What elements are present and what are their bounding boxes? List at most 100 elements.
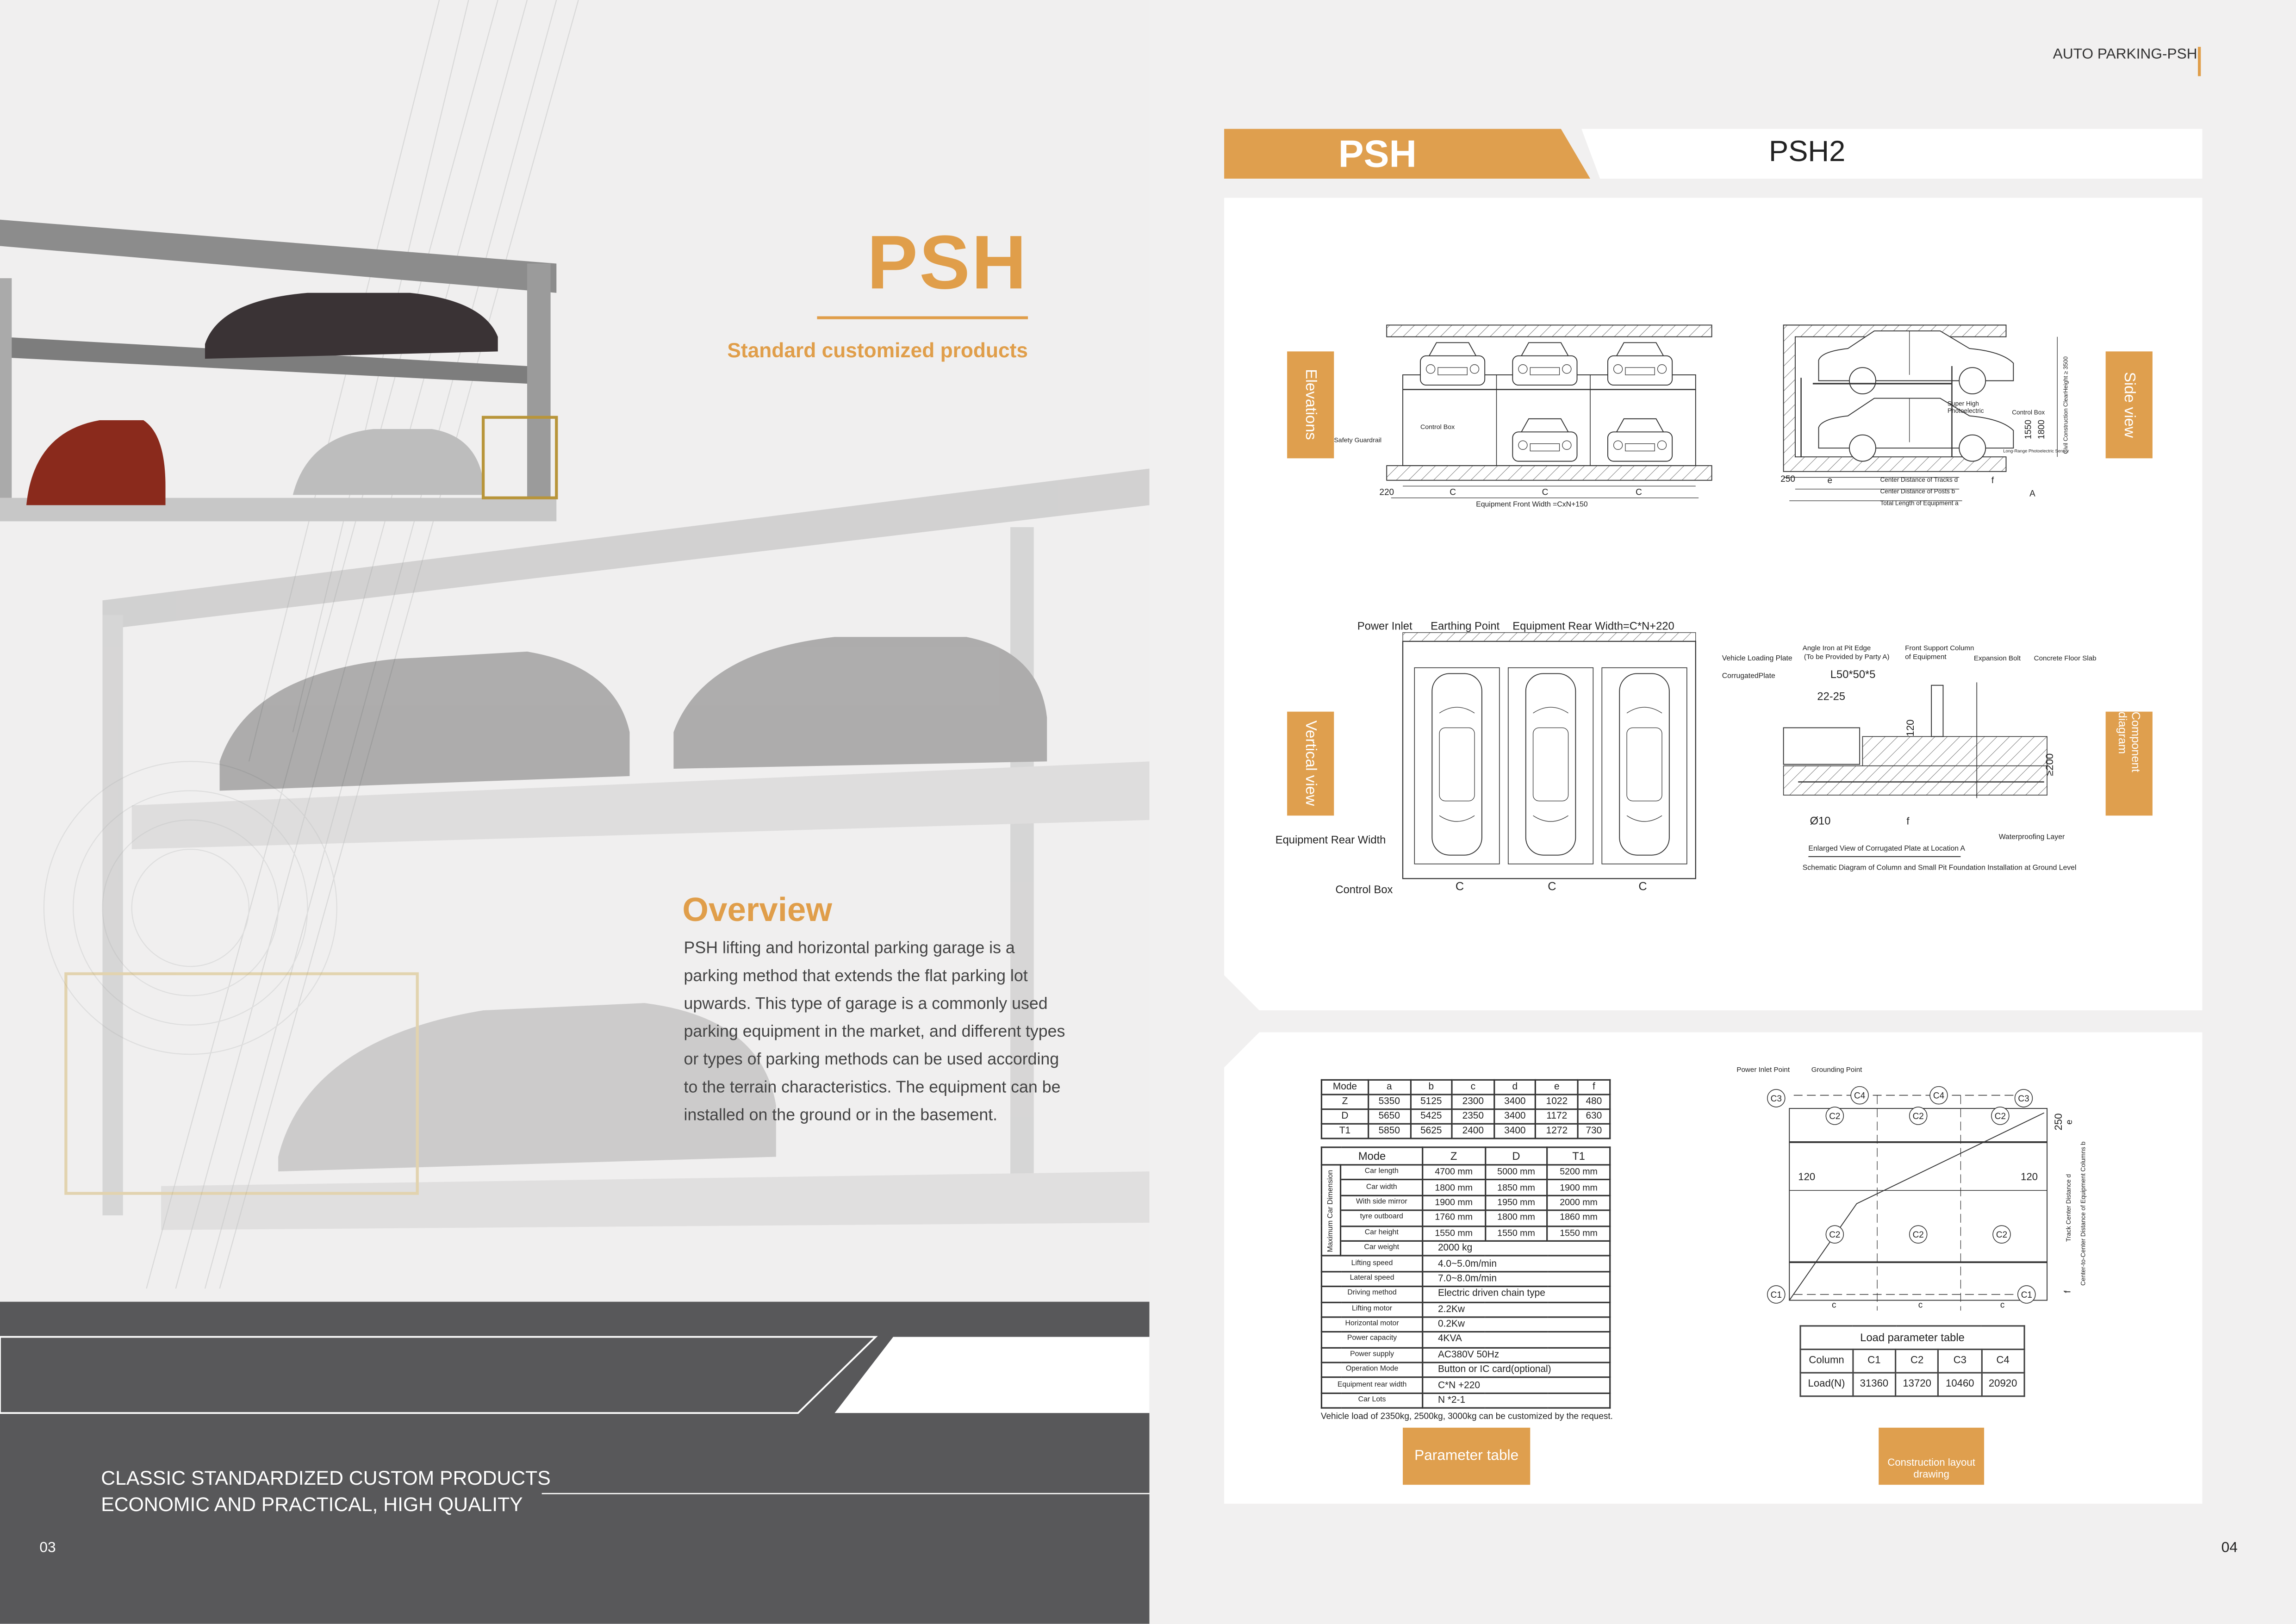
- load-cell: Load(N): [1799, 1372, 1854, 1397]
- overview-heading: Overview: [682, 890, 833, 928]
- spec-value: Electric driven chain type: [1422, 1286, 1611, 1303]
- series-header: PSH: [1224, 129, 1590, 179]
- car-dimension-cell: Car length: [1340, 1164, 1424, 1181]
- dims-cell: 5125: [1409, 1094, 1453, 1110]
- spec-header-cell: Mode: [1320, 1146, 1424, 1166]
- spec-label: Operation Mode: [1320, 1362, 1424, 1379]
- decorative-circles: [43, 761, 337, 1055]
- label-total-length: Total Length of Equipment a: [1880, 500, 1959, 507]
- dim-f: f: [1906, 815, 1910, 827]
- component-drawing: Vehicle Loading Plate CorrugatedPlate An…: [1722, 644, 2097, 872]
- dims-cell: 1022: [1535, 1094, 1579, 1110]
- dims-cell: b: [1409, 1079, 1453, 1095]
- spec-value: AC380V 50Hz: [1422, 1346, 1611, 1363]
- dim-250: 250: [2053, 1114, 2064, 1131]
- load-cell: 20920: [1980, 1372, 2025, 1397]
- column-label-c2: C2: [1829, 1112, 1840, 1121]
- column-marker-c3: [1767, 1089, 1786, 1108]
- column-label-c1: C1: [1771, 1290, 1782, 1300]
- dims-cell: 3400: [1493, 1094, 1537, 1110]
- label-angle-iron: Angle Iron at Pit Edge: [1803, 644, 1871, 652]
- vertical-view-drawing: Power Inlet Earthing Point Equipment Rea…: [1276, 620, 1696, 896]
- label-front-support-2: of Equipment: [1905, 653, 1947, 661]
- load-table-title: Load parameter table: [1799, 1325, 2025, 1350]
- spec-value: 0.2Kw: [1422, 1316, 1611, 1333]
- label-front-support: Front Support Column: [1905, 644, 1974, 652]
- label-corrugated-plate: CorrugatedPlate: [1722, 672, 1775, 680]
- spec-value: 2000 kg: [1422, 1240, 1611, 1257]
- brand-label: AUTO PARKING-PSH: [2053, 47, 2197, 63]
- dims-cell: 2300: [1451, 1094, 1495, 1110]
- dims-cell: f: [1577, 1079, 1611, 1095]
- label-angle-size: L50*50*5: [1830, 669, 1876, 681]
- label-control-box: Control Box: [2012, 409, 2045, 416]
- spec-label: Driving method: [1320, 1286, 1424, 1303]
- load-cell: C3: [1937, 1348, 1982, 1374]
- caption-schematic: Schematic Diagram of Column and Small Pi…: [1803, 864, 2077, 871]
- spec-header-cell: T1: [1546, 1146, 1611, 1166]
- label-photoelectric: Photoelectric: [1948, 407, 1984, 414]
- dims-cell: 480: [1577, 1094, 1611, 1110]
- parking-structure-photo: [0, 0, 1150, 1289]
- car-dimension-cell: Car width: [1340, 1179, 1424, 1196]
- tab-side-view: Side view: [2105, 351, 2153, 459]
- model-label: PSH2: [1768, 136, 1846, 168]
- parameter-table-button[interactable]: Parameter table: [1403, 1427, 1531, 1485]
- column-label-c2: C2: [1995, 1112, 2006, 1121]
- column-label-c2: C2: [1829, 1230, 1840, 1240]
- column-marker-c2: [1825, 1225, 1844, 1244]
- customization-note: Vehicle load of 2350kg, 2500kg, 3000kg c…: [1320, 1413, 1613, 1422]
- car-dimension-cell: 1900 mm: [1422, 1194, 1486, 1212]
- dims-cell: 5425: [1409, 1108, 1453, 1125]
- dims-cell: 2400: [1451, 1123, 1495, 1139]
- decorative-diagonal-lines: [146, 0, 579, 1289]
- dim-c: c: [1832, 1300, 1836, 1310]
- label-clear-height: Civil Construction ClearHeight ≥ 3500: [2062, 356, 2069, 454]
- tab-component-diagram: Component diagram: [2105, 711, 2153, 816]
- column-marker-c1: [1767, 1285, 1786, 1304]
- car-dimension-cell: 1950 mm: [1484, 1194, 1549, 1212]
- load-cell: C1: [1852, 1348, 1897, 1374]
- label-power-inlet-point: Power Inlet Point: [1736, 1066, 1790, 1074]
- dim-120: 120: [1904, 720, 1916, 737]
- column-marker-c4: [1929, 1086, 1948, 1105]
- label-location-a: A: [2029, 489, 2035, 499]
- dims-cell: T1: [1320, 1123, 1369, 1139]
- dim-1550: 1550: [2023, 420, 2033, 439]
- load-cell: 13720: [1895, 1372, 1940, 1397]
- tab-vertical-view: Vertical view: [1287, 711, 1334, 816]
- label-control-box: Control Box: [1420, 423, 1455, 431]
- left-page: PSH Standard customized products Overvie…: [0, 0, 1150, 1624]
- load-cell: C2: [1895, 1348, 1940, 1374]
- spec-header-cell: Z: [1422, 1146, 1486, 1166]
- label-waterproofing: Waterproofing Layer: [1999, 833, 2065, 841]
- label-control-box: Control Box: [1335, 884, 1393, 896]
- load-cell: C4: [1980, 1348, 2025, 1374]
- car-dimension-cell: 1800 mm: [1484, 1209, 1549, 1227]
- dim-c: C: [1548, 880, 1556, 893]
- label-grounding-point: Grounding Point: [1811, 1066, 1862, 1074]
- slogan-line-1: CLASSIC STANDARDIZED CUSTOM PRODUCTS: [101, 1467, 551, 1489]
- construction-layout-button[interactable]: Construction layout drawing: [1879, 1427, 1985, 1485]
- caption-enlarged-view: Enlarged View of Corrugated Plate at Loc…: [1808, 845, 1965, 852]
- label-earthing-point: Earthing Point: [1431, 620, 1500, 632]
- dim-phi10: Ø10: [1810, 815, 1831, 827]
- spec-label: Lateral speed: [1320, 1270, 1424, 1288]
- car-dimension-cell: 1850 mm: [1484, 1179, 1549, 1196]
